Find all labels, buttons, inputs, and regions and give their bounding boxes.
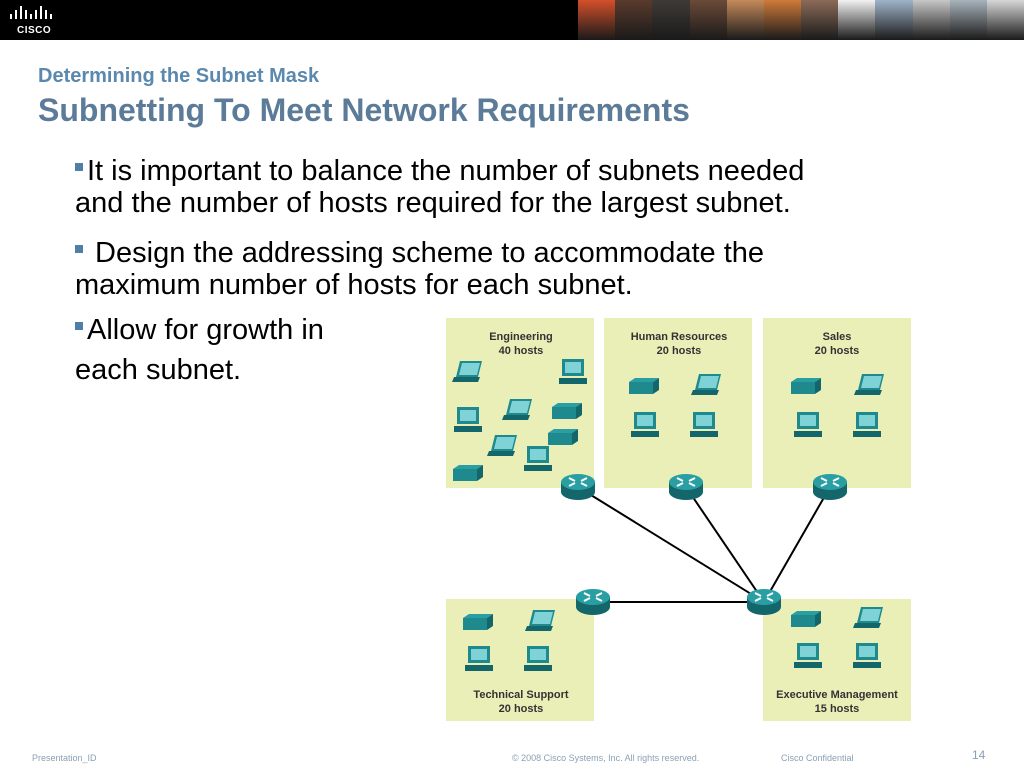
bullet-2-line-1: Design the addressing scheme to accommod… bbox=[87, 237, 765, 269]
network-diagram: Engineering 40 hosts Human Resources 20 … bbox=[446, 318, 911, 721]
network-links bbox=[577, 486, 831, 603]
header-photo bbox=[875, 0, 913, 40]
header-photo bbox=[689, 0, 727, 40]
header-bar: CISCO bbox=[0, 0, 1024, 40]
subnet-name: Engineering bbox=[489, 331, 553, 343]
pc-icon bbox=[791, 378, 821, 394]
desktop-icon bbox=[524, 646, 552, 671]
bullet-1-line-2: and the number of hosts required for the… bbox=[75, 187, 791, 219]
desktop-icon bbox=[794, 643, 822, 668]
pc-icon bbox=[552, 403, 582, 419]
router-icon bbox=[560, 473, 596, 501]
desktop-icon bbox=[794, 412, 822, 437]
header-photo bbox=[726, 0, 764, 40]
subnet-name: Sales bbox=[823, 331, 852, 343]
page-number: 14 bbox=[972, 748, 986, 762]
subnet-hosts: 20 hosts bbox=[815, 345, 860, 357]
header-photo bbox=[912, 0, 950, 40]
subnet-zone bbox=[604, 318, 752, 488]
subnet-hosts: 20 hosts bbox=[499, 703, 544, 715]
pc-icon bbox=[463, 614, 493, 630]
bullet-3: Allow for growth in each subnet. bbox=[75, 310, 324, 390]
pc-icon bbox=[791, 611, 821, 627]
pc-icon bbox=[548, 429, 578, 445]
header-photo bbox=[986, 0, 1024, 40]
subnet-hosts: 20 hosts bbox=[657, 345, 702, 357]
desktop-icon bbox=[465, 646, 493, 671]
header-photo-strip bbox=[578, 0, 1024, 40]
header-photo bbox=[615, 0, 653, 40]
header-photo bbox=[949, 0, 987, 40]
subnet-hosts: 15 hosts bbox=[815, 703, 860, 715]
footer-confidential: Cisco Confidential bbox=[781, 753, 854, 763]
desktop-icon bbox=[853, 643, 881, 668]
header-photo bbox=[652, 0, 690, 40]
desktop-icon bbox=[454, 407, 482, 432]
bullet-marker bbox=[75, 245, 83, 254]
subnet-hosts: 40 hosts bbox=[499, 345, 544, 357]
subnet-name: Technical Support bbox=[473, 689, 568, 701]
footer-copyright: © 2008 Cisco Systems, Inc. All rights re… bbox=[512, 753, 700, 763]
subnet-zone bbox=[763, 599, 911, 721]
router-icon bbox=[812, 473, 848, 501]
desktop-icon bbox=[524, 446, 552, 471]
pc-icon bbox=[453, 465, 483, 481]
header-photo bbox=[838, 0, 876, 40]
bullet-1-line-1: It is important to balance the number of… bbox=[87, 155, 805, 187]
bullet-3-line-2: each subnet. bbox=[75, 354, 242, 386]
header-photo bbox=[801, 0, 839, 40]
subnet-name: Executive Management bbox=[776, 689, 898, 701]
logo-text: CISCO bbox=[17, 25, 52, 36]
header-photo bbox=[763, 0, 802, 40]
router-icon bbox=[746, 588, 782, 616]
bullet-2-line-2: maximum number of hosts for each subnet. bbox=[75, 269, 633, 301]
slide-subtitle: Determining the Subnet Mask bbox=[38, 65, 320, 87]
desktop-icon bbox=[559, 359, 587, 384]
footer-presentation-id: Presentation_ID bbox=[32, 753, 97, 763]
desktop-icon bbox=[690, 412, 718, 437]
bullet-marker bbox=[75, 163, 83, 172]
bullet-marker bbox=[75, 322, 83, 331]
header-photo bbox=[578, 0, 616, 40]
router-icon bbox=[575, 588, 611, 616]
bullet-3-line-1: Allow for growth in bbox=[87, 314, 324, 346]
cisco-logo: CISCO bbox=[8, 5, 62, 36]
desktop-icon bbox=[631, 412, 659, 437]
subnet-name: Human Resources bbox=[631, 331, 728, 343]
bullet-2: Design the addressing scheme to accommod… bbox=[75, 237, 764, 301]
pc-icon bbox=[629, 378, 659, 394]
bullet-1: It is important to balance the number of… bbox=[75, 155, 804, 219]
slide-title: Subnetting To Meet Network Requirements bbox=[38, 92, 690, 128]
subnet-zone bbox=[763, 318, 911, 488]
router-icon bbox=[668, 473, 704, 501]
desktop-icon bbox=[853, 412, 881, 437]
